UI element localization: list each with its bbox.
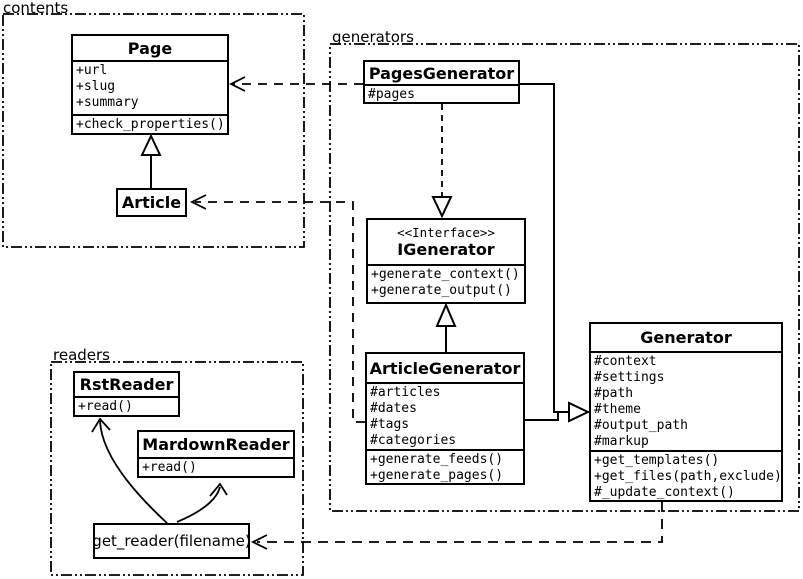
class-member: #tags <box>370 417 410 433</box>
class-member: #output_path <box>594 417 688 433</box>
function-get-reader-label: get_reader(filename) <box>92 532 251 550</box>
class-member: #dates <box>370 401 417 417</box>
realization-articlegenerator-to-igenerator-triangle <box>435 302 457 327</box>
inheritance-articlegenerator-to-generator-line <box>525 413 559 421</box>
package-readers-border <box>50 361 304 576</box>
class-member: +summary <box>76 95 139 111</box>
class-rstreader: RstReader +read() <box>73 371 180 417</box>
class-member: +read() <box>78 399 133 415</box>
inheritance-article-to-page-triangle <box>140 133 162 156</box>
class-igenerator-stereotype: <<Interface>> <box>397 225 495 240</box>
class-igenerator-methods: +generate_context() +generate_output() <box>368 264 524 302</box>
class-member: +generate_context() <box>371 267 520 282</box>
class-member: +get_files(path,exclude) <box>594 468 781 484</box>
dependency-articlegenerator-to-article-line <box>195 201 365 423</box>
class-igenerator-title-block: <<Interface>> IGenerator <box>368 220 524 264</box>
dependency-pagesgenerator-to-page-arrowhead <box>228 76 246 92</box>
realization-pagesgenerator-to-igenerator-triangle <box>431 196 453 219</box>
package-contents-label: contents <box>3 0 69 17</box>
class-rstreader-methods: +read() <box>75 396 178 415</box>
class-article-title: Article <box>121 193 182 212</box>
class-member: #pages <box>368 87 415 102</box>
association-getreader-to-markdownreader-curve <box>176 486 221 523</box>
class-generator: Generator #context #settings #path #them… <box>589 322 783 502</box>
class-markdownreader-title: MardownReader <box>142 435 290 455</box>
association-getreader-to-rstreader-curve <box>99 420 168 524</box>
class-member: +generate_feeds() <box>370 451 504 467</box>
class-member: #settings <box>594 369 665 385</box>
class-member: #_update_context() <box>594 484 735 500</box>
class-articlegenerator-methods: +generate_feeds() +generate_pages() <box>367 448 523 483</box>
class-pagesgenerator-attributes: #pages <box>365 84 518 102</box>
class-igenerator-title: IGenerator <box>397 240 495 259</box>
class-member: +get_templates() <box>594 452 720 468</box>
package-readers-label: readers <box>53 346 110 364</box>
class-markdownreader-methods: +read() <box>139 457 293 476</box>
inheritance-to-generator-triangle <box>568 401 591 423</box>
class-member: +generate_output() <box>371 283 512 298</box>
class-articlegenerator-attributes: #articles #dates #tags #categories <box>367 382 523 448</box>
package-contents-border <box>2 13 305 248</box>
class-pagesgenerator-title: PagesGenerator <box>368 63 515 83</box>
class-articlegenerator-title: ArticleGenerator <box>369 358 521 378</box>
dependency-generator-to-getreader-arrowhead <box>250 534 268 550</box>
class-articlegenerator: ArticleGenerator #articles #dates #tags … <box>365 352 525 485</box>
function-get-reader: get_reader(filename) <box>92 523 251 559</box>
class-generator-methods: +get_templates() +get_files(path,exclude… <box>591 449 781 500</box>
inheritance-pagesgenerator-to-generator-line <box>520 83 569 413</box>
association-getreader-to-rstreader-arrowhead <box>91 417 111 433</box>
class-page-title: Page <box>127 38 173 58</box>
class-member: #theme <box>594 401 641 417</box>
class-rstreader-title: RstReader <box>79 375 174 395</box>
class-article: Article <box>116 188 187 217</box>
class-generator-title: Generator <box>640 327 732 347</box>
class-pagesgenerator: PagesGenerator #pages <box>363 60 520 104</box>
class-page: Page +url +slug +summary +check_properti… <box>71 34 229 135</box>
class-member: #categories <box>370 433 457 449</box>
dependency-articlegenerator-to-article-arrowhead <box>189 194 207 210</box>
package-generators-border <box>329 43 800 512</box>
class-member: #context <box>594 353 657 369</box>
class-page-methods: +check_properties() <box>73 114 227 133</box>
dependency-generator-to-getreader-line <box>257 502 663 543</box>
association-getreader-to-markdownreader-arrowhead <box>209 482 228 497</box>
class-member: +read() <box>142 460 197 476</box>
class-page-attributes: +url +slug +summary <box>73 60 227 114</box>
class-markdownreader: MardownReader +read() <box>137 430 295 478</box>
class-member: +url <box>76 63 108 79</box>
class-member: #path <box>594 385 634 401</box>
class-member: +check_properties() <box>76 117 225 133</box>
class-generator-attributes: #context #settings #path #theme #output_… <box>591 350 781 450</box>
package-generators-label: generators <box>332 28 414 46</box>
class-member: +slug <box>76 79 116 95</box>
class-member: #articles <box>370 385 441 401</box>
class-igenerator: <<Interface>> IGenerator +generate_conte… <box>366 218 526 304</box>
class-member: #markup <box>594 433 649 449</box>
class-member: +generate_pages() <box>370 467 504 483</box>
